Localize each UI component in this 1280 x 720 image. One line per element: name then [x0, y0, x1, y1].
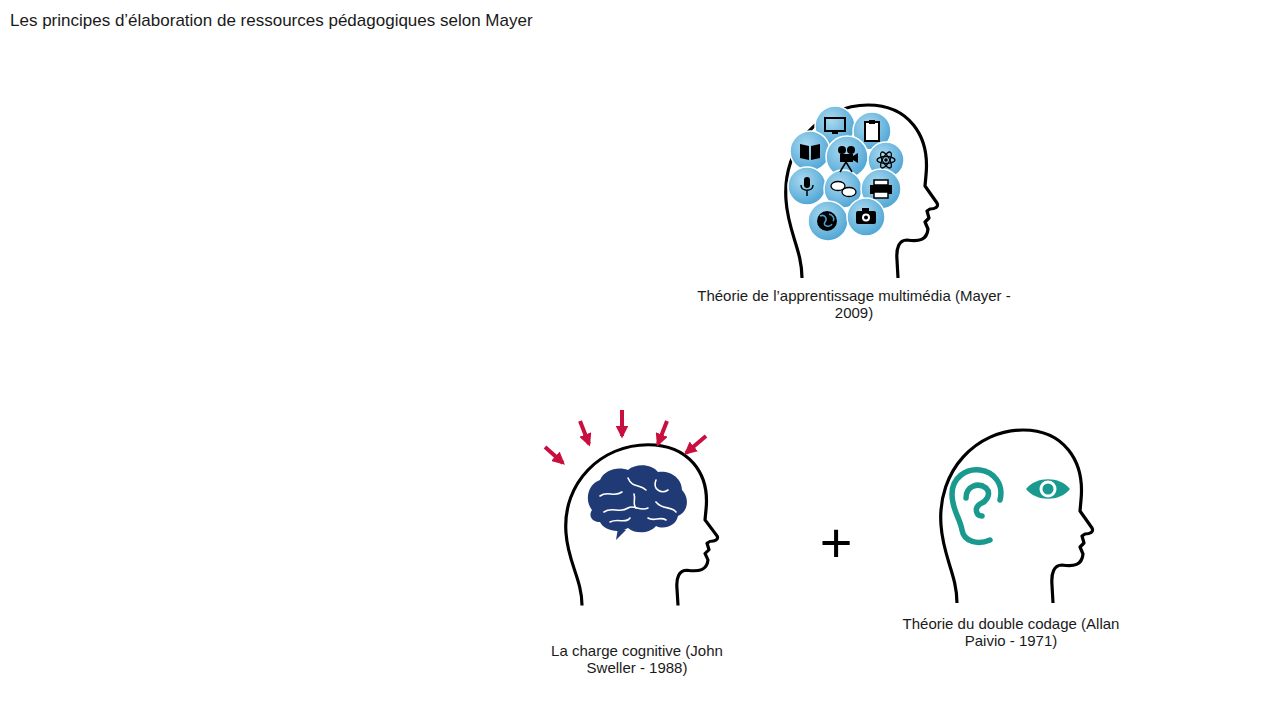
multimedia-head [786, 105, 938, 278]
caption-node: Théorie du double codage (Allan Paivio -… [898, 615, 1124, 649]
cognitive-load-head [545, 410, 718, 606]
caption-node: Théorie de l’apprentissage multimédia (M… [693, 287, 1015, 321]
caption-node: La charge cognitive (John Sweller - 1988… [544, 642, 730, 676]
eye [1026, 479, 1070, 499]
page-title: Les principes d’élaboration de ressource… [10, 11, 533, 31]
pressure-arrows [545, 410, 706, 463]
caption-text: Théorie de l’apprentissage multimédia (M… [693, 287, 1015, 321]
caption-text: Théorie du double codage (Allan Paivio -… [898, 615, 1124, 649]
ear [952, 470, 1001, 543]
dual-coding-head [941, 430, 1093, 603]
plus-sign: + [820, 515, 853, 571]
caption-text: La charge cognitive (John Sweller - 1988… [544, 642, 730, 676]
brain [588, 465, 687, 540]
